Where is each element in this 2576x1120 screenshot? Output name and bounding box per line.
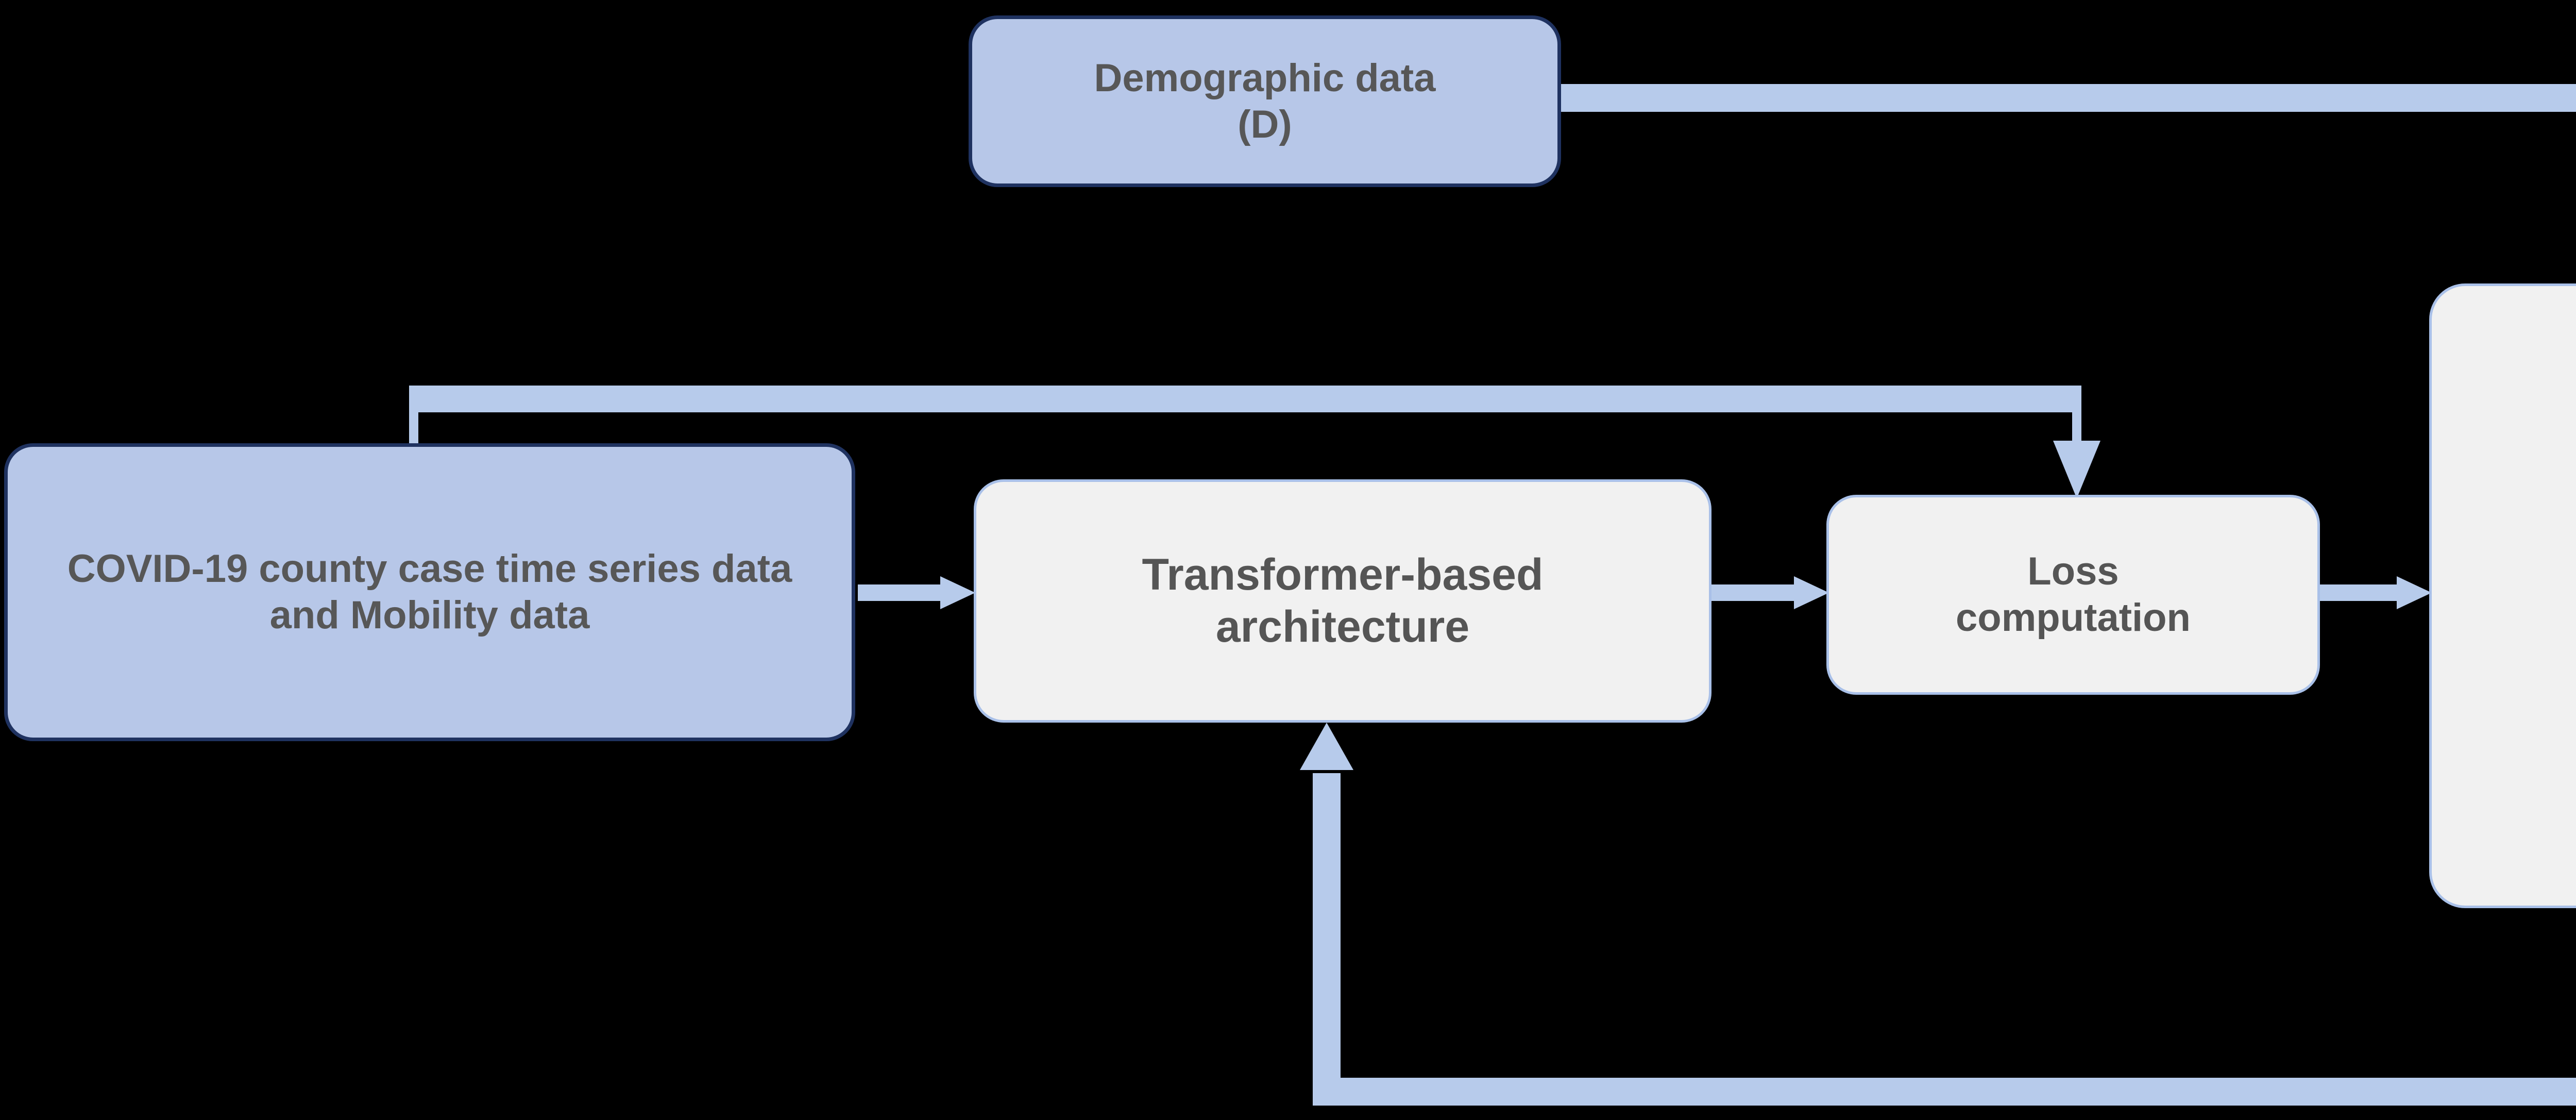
adjusted-loss-caption: Adjusted loss computation — [2429, 928, 2576, 975]
node-loss-computation[interactable]: Loss computation — [1826, 495, 2320, 695]
connector-skip-arrowhead — [2053, 441, 2100, 498]
connector-feedback-horizontal-bottom — [1313, 1078, 2576, 1106]
connector-skip-vertical-right — [2072, 386, 2081, 443]
connector-feedback-vertical-left — [1313, 773, 1341, 1106]
demographic-data-label: Demographic data (D) — [1094, 56, 1436, 146]
arrow-transformer-to-loss — [1711, 576, 1829, 609]
arrow-covid-to-transformer — [858, 576, 975, 609]
arrow-loss-to-adjusted — [2319, 576, 2432, 609]
loss-computation-label: Loss computation — [1956, 549, 2191, 640]
node-covid-input-data[interactable]: COVID-19 county case time series data an… — [4, 443, 855, 741]
transformer-architecture-label: Transformer-based architecture — [1142, 549, 1544, 651]
node-transformer-architecture[interactable]: Transformer-based architecture — [974, 479, 1711, 723]
covid-input-data-label: COVID-19 county case time series data an… — [67, 547, 792, 637]
connector-feedback-arrowhead — [1300, 723, 1353, 770]
connector-skip-horizontal — [409, 386, 2081, 412]
connector-demographic-horizontal — [1561, 84, 2576, 112]
node-adjusted-loss-computation[interactable]: Determine association L = β * D + α Adju… — [2429, 283, 2576, 908]
node-demographic-data[interactable]: Demographic data (D) — [969, 15, 1561, 187]
